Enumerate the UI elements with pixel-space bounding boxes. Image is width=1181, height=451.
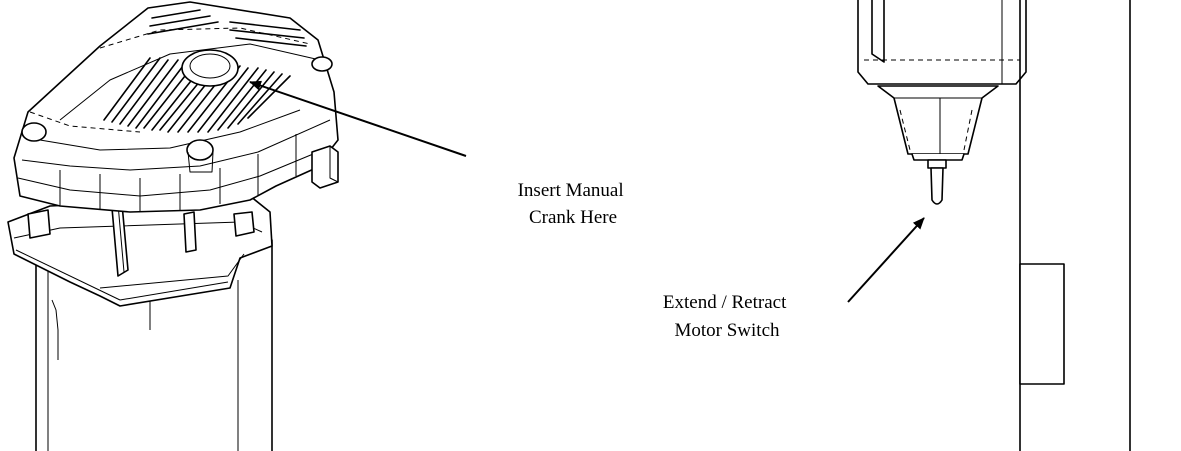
- crank-callout-arrow: [249, 80, 467, 157]
- motor-cylinder: [35, 239, 273, 451]
- switch-callout-line1: Extend / Retract: [663, 292, 787, 313]
- actuator-end-drawing: [857, 0, 1027, 205]
- switch-callout-label: Extend / Retract Motor Switch: [663, 292, 791, 341]
- switch-callout-line2: Motor Switch: [674, 320, 780, 341]
- gearbox-cover: [13, 1, 339, 213]
- switch-callout-arrow: [847, 217, 925, 303]
- crank-callout-line1: Insert Manual: [518, 180, 624, 201]
- crank-callout-label: Insert Manual Crank Here: [518, 180, 629, 228]
- crank-access-port: [181, 49, 239, 87]
- motor-assembly-drawing: [7, 1, 339, 451]
- crank-callout-line2: Crank Here: [529, 207, 617, 228]
- mounting-flange: [7, 195, 273, 307]
- mounting-panel-drawing: [1019, 0, 1131, 451]
- motor-switch-toggle: [930, 167, 944, 205]
